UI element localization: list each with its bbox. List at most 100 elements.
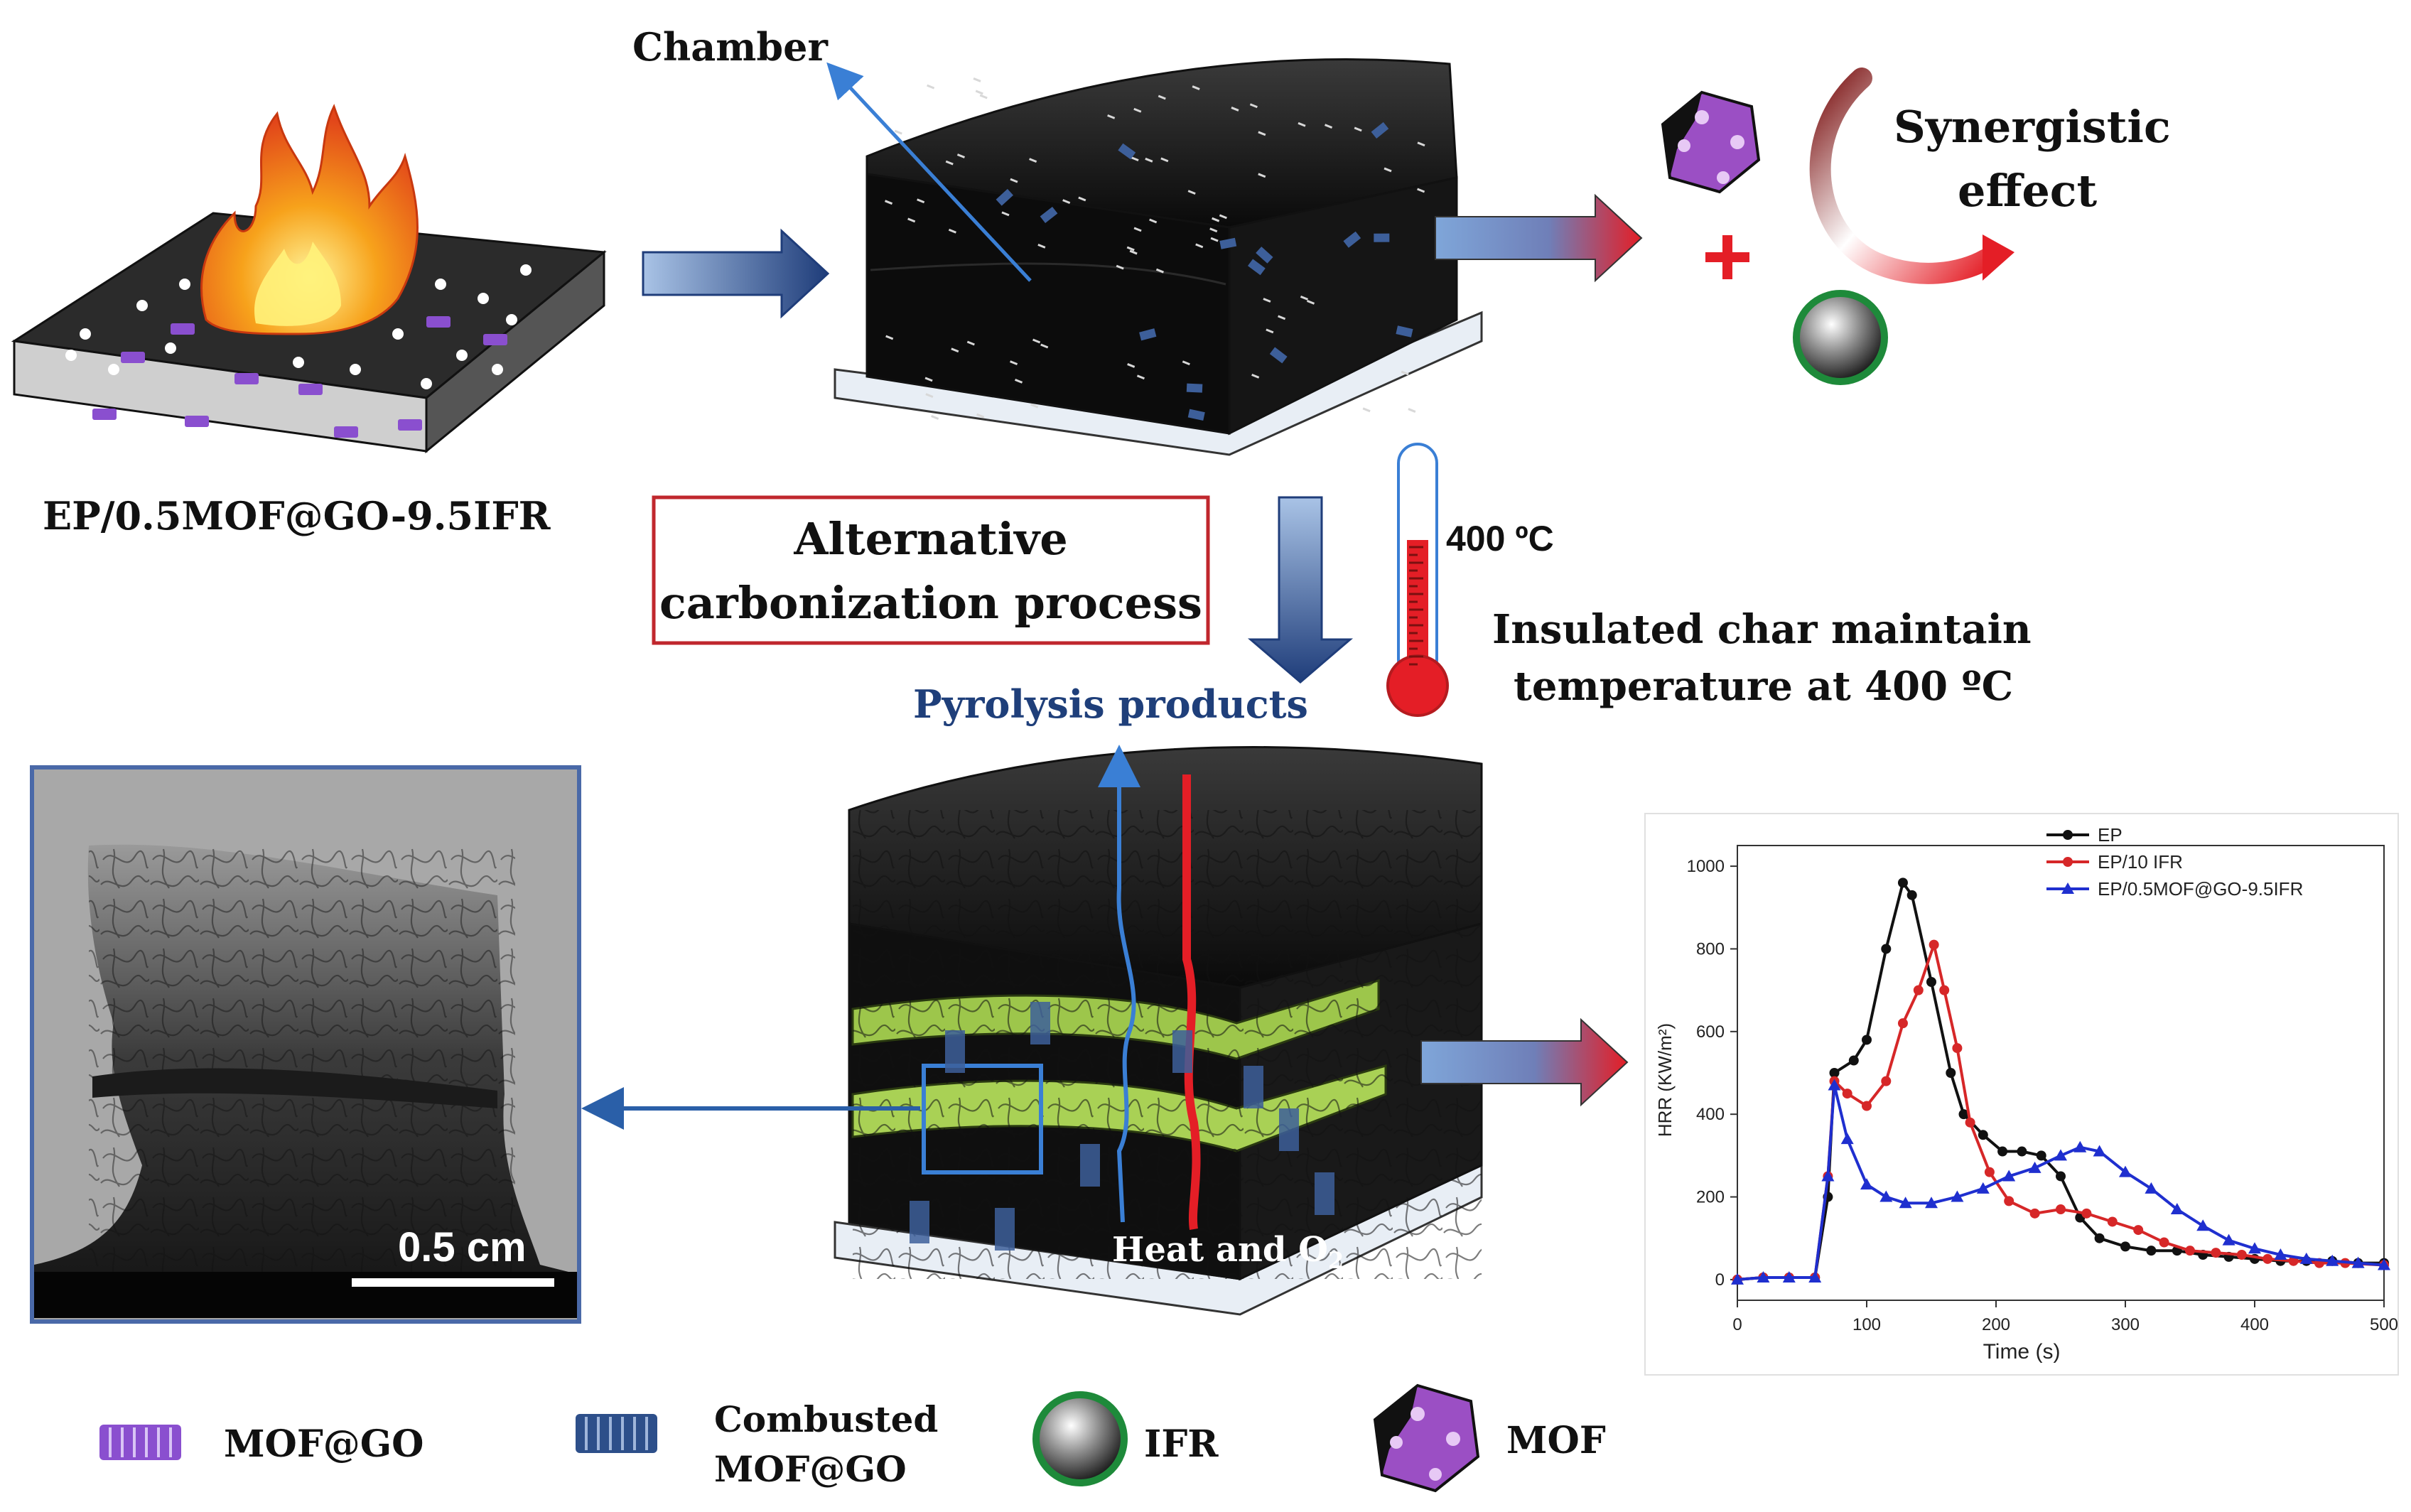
chart-point xyxy=(2029,1208,2040,1219)
chamber-speck xyxy=(1324,124,1333,129)
arrow-to-synergy xyxy=(1435,193,1643,283)
chamber-speck xyxy=(1300,295,1308,301)
heat-o2-label: Heat and O2 xyxy=(1112,1230,1344,1274)
synergistic-line2: effect xyxy=(1958,165,2098,217)
insulated-line2: temperature at 400 ºC xyxy=(1514,663,2013,710)
mof-go-sheet-icon xyxy=(99,1425,181,1460)
slab-particle xyxy=(421,378,432,389)
slab-mof-go-sheet xyxy=(398,419,422,431)
chamber-speck xyxy=(1417,188,1425,193)
chart-point xyxy=(1939,985,1950,995)
legend-combusted-label-line1: Combusted xyxy=(714,1398,938,1440)
flame-icon xyxy=(200,104,419,335)
chamber-combusted-sheet xyxy=(1374,233,1390,242)
chamber-combusted-sheet xyxy=(1186,383,1203,393)
chamber-speck xyxy=(951,347,959,353)
chart-point xyxy=(2159,1237,2169,1248)
slab-mof-go-sheet xyxy=(298,384,323,395)
chart-point xyxy=(2094,1233,2105,1243)
char-combusted-sheet xyxy=(995,1208,1015,1251)
chamber-speck xyxy=(1408,408,1416,413)
slab-mof-go-sheet xyxy=(483,334,507,345)
chart-point xyxy=(1808,1271,1822,1282)
chamber-speck xyxy=(1133,227,1142,232)
chamber-speck xyxy=(1040,343,1049,349)
chart-point xyxy=(2056,1204,2066,1214)
legend-ifr: IFR xyxy=(1032,1391,1219,1486)
process-line1: Alternative xyxy=(793,513,1067,565)
chamber-speck xyxy=(1249,103,1258,109)
chart-point xyxy=(2107,1216,2118,1227)
chamber-speck xyxy=(1210,237,1219,242)
chart-point xyxy=(2299,1252,2313,1264)
slab-particle xyxy=(80,328,91,340)
chart-legend-label: EP xyxy=(2098,824,2123,846)
plus-icon xyxy=(1705,235,1749,279)
chamber-speck xyxy=(907,217,916,223)
slab-mof-go-sheet xyxy=(234,373,259,384)
synergy-ifr-sphere-icon xyxy=(1793,290,1888,385)
chart-point xyxy=(2262,1253,2273,1264)
mof-hexagon-icon xyxy=(1373,1383,1480,1493)
slab-particle xyxy=(108,364,119,375)
chamber-combusted-sheet xyxy=(996,188,1013,206)
chamber-speck xyxy=(925,393,934,398)
chamber-speck xyxy=(966,340,975,346)
slab-particle xyxy=(65,350,77,361)
combusted-mof-go-sheet-icon xyxy=(576,1414,657,1453)
chart-point xyxy=(2146,1246,2157,1256)
chamber-speck xyxy=(884,200,893,205)
char-combusted-sheet xyxy=(945,1030,965,1073)
chamber-combusted-sheet xyxy=(1118,143,1136,160)
chart-point xyxy=(1897,1018,1908,1029)
slab-particle xyxy=(293,357,304,368)
chart-point xyxy=(2017,1146,2027,1157)
chart-point xyxy=(2120,1241,2130,1252)
chart-xtick-label: 500 xyxy=(2370,1315,2398,1334)
ifr-sphere-icon xyxy=(1032,1391,1128,1486)
chart-point xyxy=(2236,1250,2247,1260)
chamber-speck xyxy=(931,415,939,420)
chamber-combusted-sheet xyxy=(1343,231,1361,248)
chart-point xyxy=(2222,1233,2235,1246)
chart-ylabel: HRR (KW/m²) xyxy=(1654,1023,1676,1137)
chamber-speck xyxy=(945,160,954,166)
sample-slab xyxy=(11,104,607,454)
chamber-speck xyxy=(1231,107,1239,112)
chart-point xyxy=(1976,1182,1990,1194)
char-combusted-sheet xyxy=(910,1201,929,1243)
chart-point xyxy=(2145,1182,2158,1194)
chamber-speck xyxy=(1306,299,1315,305)
slab-particle xyxy=(392,328,404,340)
legend-ifr-label: IFR xyxy=(1144,1422,1219,1466)
chart-ytick-label: 0 xyxy=(1715,1270,1725,1290)
scale-bar-label: 0.5 cm xyxy=(398,1224,527,1270)
chamber-speck xyxy=(1158,94,1166,100)
chart-point xyxy=(2073,1140,2087,1152)
chart-point xyxy=(1782,1271,1796,1282)
chamber-combusted-sheet xyxy=(1269,347,1288,364)
chart-xtick-label: 400 xyxy=(2240,1315,2269,1334)
chart-point xyxy=(1757,1271,1770,1282)
chamber-label: Chamber xyxy=(632,24,828,70)
chamber-speck xyxy=(1263,298,1271,303)
legend-mof-go: MOF@GO xyxy=(99,1422,424,1466)
slab-particle xyxy=(520,264,532,276)
chart-point xyxy=(2056,1171,2066,1182)
chamber-speck xyxy=(917,198,925,204)
chamber-speck xyxy=(1078,196,1086,202)
slab-particle xyxy=(456,350,468,361)
chamber-speck xyxy=(1384,167,1392,173)
chart-point xyxy=(1829,1068,1840,1078)
chart-point xyxy=(1906,890,1917,900)
chart-point xyxy=(1840,1133,1854,1145)
chamber-speck xyxy=(956,153,966,158)
chamber-speck xyxy=(1417,141,1425,147)
chamber-combusted-sheet xyxy=(1371,122,1389,139)
chamber-speck xyxy=(976,413,985,418)
chamber-speck xyxy=(1032,338,1041,344)
chart-point xyxy=(1881,1076,1892,1086)
chart-legend-label: EP/10 IFR xyxy=(2098,851,2183,873)
chart-point xyxy=(1828,1079,1841,1091)
